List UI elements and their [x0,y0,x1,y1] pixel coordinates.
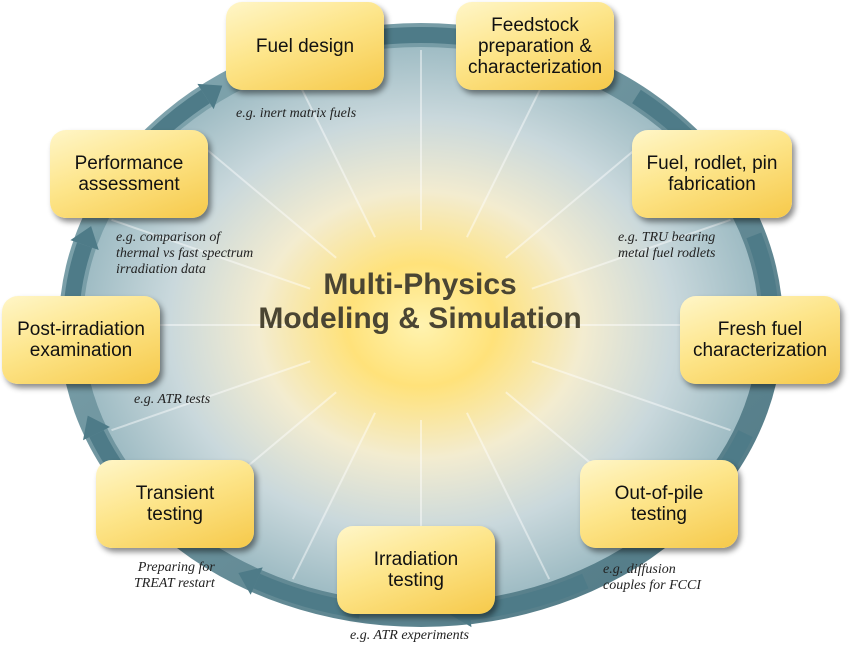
stage-label: Post-irradiation examination [17,319,145,361]
example-fuel-design: e.g. inert matrix fuels [236,106,357,121]
stage-irradiation-testing[interactable]: Irradiation testing [337,526,495,614]
light-ray [111,360,311,432]
center-title-line1: Multi-Physics [323,268,517,301]
light-ray [111,218,311,290]
example-post-irradiation: e.g. ATR tests [134,392,211,407]
example-performance: e.g. comparison of thermal vs fast spect… [116,230,254,277]
stage-post-irradiation-examination[interactable]: Post-irradiation examination [2,296,160,384]
light-ray [466,70,551,238]
stage-performance-assessment[interactable]: Performance assessment [50,130,208,218]
center-title-line2: Modeling & Simulation [258,302,582,335]
stage-label: Feedstock preparation & characterization [467,14,603,78]
stage-label: Fuel design [255,35,355,57]
light-ray [466,412,551,580]
light-ray [291,70,376,238]
light-ray [531,360,731,432]
stage-fabrication[interactable]: Fuel, rodlet, pin fabrication [632,130,792,218]
light-ray [291,412,376,580]
light-ray [531,218,731,290]
stage-label: Fuel, rodlet, pin fabrication [646,153,778,195]
stage-transient-testing[interactable]: Transient testing [96,460,254,548]
stage-label: Transient testing [135,483,215,525]
stage-out-of-pile-testing[interactable]: Out-of-pile testing [580,460,738,548]
stage-fuel-design[interactable]: Fuel design [226,2,384,90]
stage-label: Performance assessment [74,153,184,195]
light-ray [183,129,337,259]
cycle-arrow-head [238,567,263,595]
stage-label: Out-of-pile testing [614,483,704,525]
cycle-arrow-head [70,226,99,250]
cycle-arrow-head [83,415,110,441]
stage-label: Irradiation testing [373,549,459,591]
stage-fresh-fuel-characterization[interactable]: Fresh fuel characterization [680,296,840,384]
example-fabrication: e.g. TRU bearing metal fuel rodlets [618,230,716,261]
example-irradiation: e.g. ATR experiments [350,628,469,643]
cycle-arrow-head [197,83,223,110]
example-out-of-pile: e.g. diffusion couples for FCCI [603,562,701,593]
stage-label: Fresh fuel characterization [692,319,828,361]
stage-feedstock-preparation[interactable]: Feedstock preparation & characterization [456,2,614,90]
example-transient: Preparing for TREAT restart [134,560,215,591]
